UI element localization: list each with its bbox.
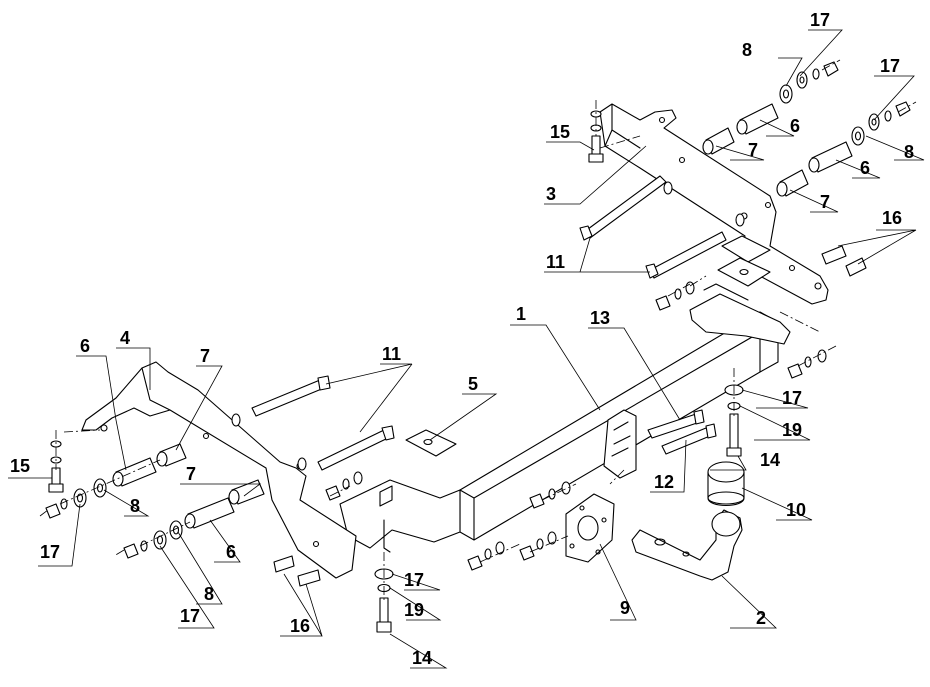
callout-12: 12 — [654, 472, 674, 492]
callout-8-b: 8 — [904, 142, 914, 162]
callout-6-b: 6 — [790, 116, 800, 136]
callout-8-c: 8 — [130, 496, 140, 516]
callout-8-a: 8 — [742, 40, 752, 60]
callout-17-b: 17 — [180, 606, 200, 626]
callout-labels: 1 2 3 4 5 6 6 6 6 7 7 7 7 8 8 8 8 9 10 1… — [10, 10, 914, 668]
callout-7-a: 7 — [200, 346, 210, 366]
callout-11-a: 11 — [546, 252, 565, 272]
spacer-tubes-left — [112, 443, 265, 529]
callout-2: 2 — [756, 608, 766, 628]
callout-7-d: 7 — [186, 464, 196, 484]
callout-15-a: 15 — [550, 122, 570, 142]
main-crossbar — [339, 283, 791, 553]
callout-10: 10 — [786, 500, 806, 520]
callout-13: 13 — [590, 308, 610, 328]
spacer-tubes-right — [702, 103, 853, 197]
ball-cover — [707, 461, 745, 507]
callout-14-a: 14 — [412, 648, 432, 668]
spacer-plate — [405, 429, 457, 457]
callout-6-d: 6 — [226, 542, 236, 562]
tow-ball — [631, 509, 743, 581]
callout-17-a: 17 — [40, 542, 60, 562]
callout-16-b: 16 — [882, 208, 902, 228]
callout-17-e: 17 — [880, 56, 900, 76]
callout-19-a: 19 — [782, 420, 802, 440]
callout-19-b: 19 — [404, 600, 424, 620]
callout-17-g: 17 — [404, 570, 424, 590]
callout-3: 3 — [546, 184, 556, 204]
vertical-bolts — [48, 135, 742, 633]
spacer-plate-right — [717, 235, 771, 287]
callout-9: 9 — [620, 598, 630, 618]
callout-6-a: 6 — [80, 336, 90, 356]
callout-17-f: 17 — [782, 388, 802, 408]
callout-6-c: 6 — [860, 158, 870, 178]
callout-5: 5 — [468, 374, 478, 394]
callout-16-a: 16 — [290, 616, 310, 636]
callout-7-c: 7 — [820, 192, 830, 212]
long-bolts-left — [231, 375, 395, 471]
callout-11-b: 11 — [382, 344, 401, 364]
callout-14-b: 14 — [760, 450, 780, 470]
callout-4: 4 — [120, 328, 130, 348]
callout-15-b: 15 — [10, 456, 30, 476]
leader-lines — [8, 29, 925, 669]
socket-plate — [565, 493, 615, 563]
long-bolts-right — [579, 175, 745, 279]
callout-17-d: 17 — [810, 10, 830, 30]
callout-1: 1 — [516, 304, 526, 324]
guide-lines — [39, 59, 917, 600]
callout-8-d: 8 — [204, 584, 214, 604]
callout-7-b: 7 — [748, 140, 758, 160]
